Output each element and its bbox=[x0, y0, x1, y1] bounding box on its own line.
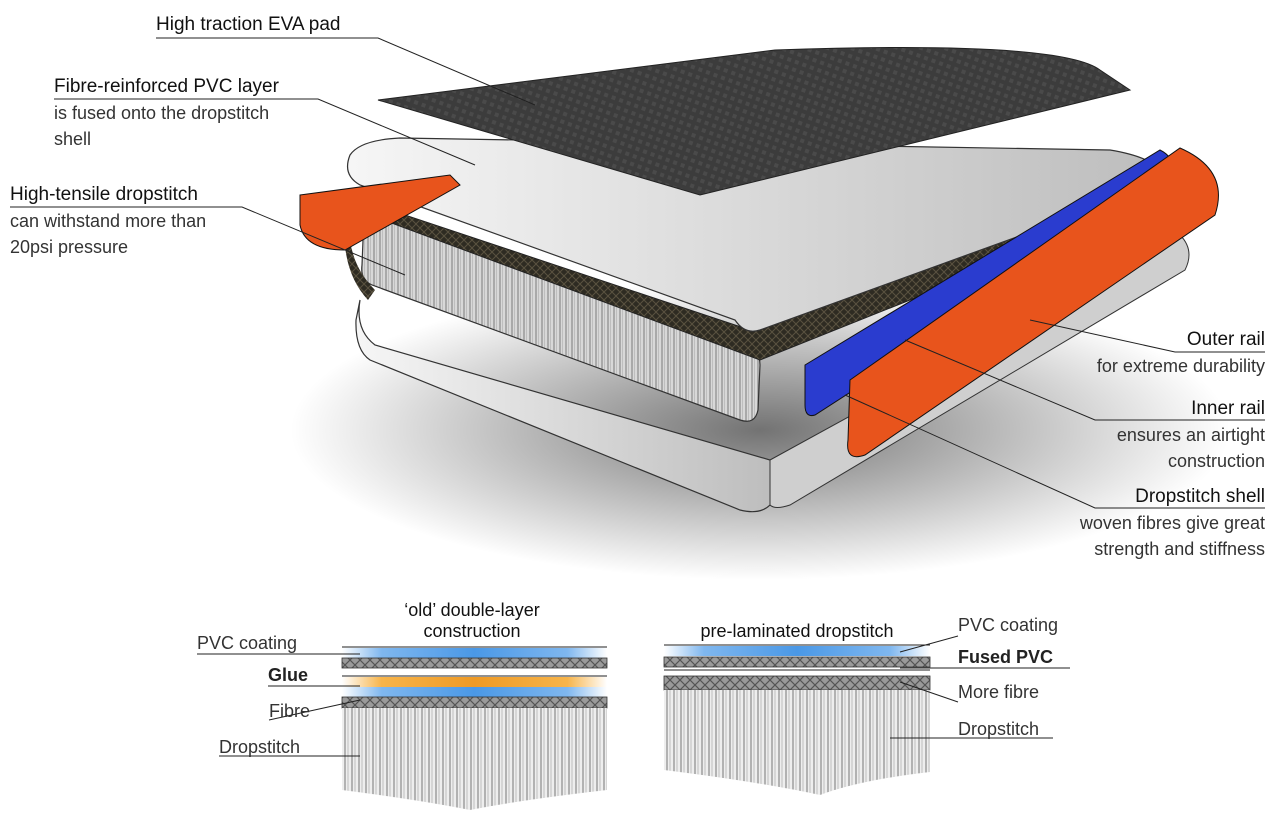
callout-inner-rail: Inner rail ensures an airtight construct… bbox=[1117, 396, 1265, 474]
old-label-fibre: Fibre bbox=[269, 701, 311, 721]
new-label-pvc: PVC coating bbox=[958, 615, 1059, 635]
callout-desc: can withstand more than bbox=[10, 211, 207, 231]
callout-dropstitch: High-tensile dropstitch can withstand mo… bbox=[10, 182, 206, 260]
leader-lines bbox=[10, 37, 1265, 509]
callout-title: Inner rail bbox=[1191, 398, 1265, 419]
callout-dropstitch-shell: Dropstitch shell woven fibres give great… bbox=[1080, 484, 1265, 562]
old-label-glue: Glue bbox=[268, 665, 309, 685]
old-label-dropstitch: Dropstitch bbox=[219, 737, 301, 757]
new-label-dropstitch: Dropstitch bbox=[958, 719, 1040, 739]
new-label-more-fibre: More fibre bbox=[958, 682, 1040, 702]
outer-rail bbox=[847, 147, 1219, 458]
callout-pvc-layer: Fibre-reinforced PVC layer is fused onto… bbox=[54, 74, 279, 152]
old-heading-line2: construction bbox=[423, 621, 521, 641]
callout-title: High-tensile dropstitch bbox=[10, 184, 198, 205]
callout-desc: construction bbox=[1167, 451, 1265, 471]
new-heading: pre-laminated dropstitch bbox=[700, 621, 894, 641]
callout-title: High traction EVA pad bbox=[156, 14, 341, 35]
new-construction-diagram bbox=[663, 635, 1070, 795]
callout-desc: for extreme durability bbox=[1096, 356, 1265, 376]
old-heading-line1: ‘old’ double-layer bbox=[404, 600, 540, 620]
callout-desc: 20psi pressure bbox=[10, 237, 129, 257]
callout-desc: shell bbox=[54, 129, 92, 149]
callout-title: Fibre-reinforced PVC layer bbox=[54, 76, 279, 97]
old-construction-diagram bbox=[197, 646, 608, 810]
new-label-fused: Fused PVC bbox=[958, 647, 1054, 667]
callout-desc: strength and stiffness bbox=[1094, 539, 1265, 559]
callout-desc: ensures an airtight bbox=[1116, 425, 1265, 445]
callout-desc: woven fibres give great bbox=[1079, 513, 1265, 533]
callout-desc: is fused onto the dropstitch bbox=[54, 103, 270, 123]
old-heading: ‘old’ double-layer construction bbox=[372, 600, 572, 642]
callout-title: Dropstitch shell bbox=[1135, 486, 1265, 507]
outer-rail-end bbox=[299, 174, 461, 251]
callout-outer-rail: Outer rail for extreme durability bbox=[1097, 327, 1265, 379]
eva-pad bbox=[377, 47, 1132, 196]
callout-title: Outer rail bbox=[1186, 329, 1265, 350]
callout-eva-pad: High traction EVA pad bbox=[156, 12, 340, 38]
old-label-pvc: PVC coating bbox=[197, 633, 298, 653]
